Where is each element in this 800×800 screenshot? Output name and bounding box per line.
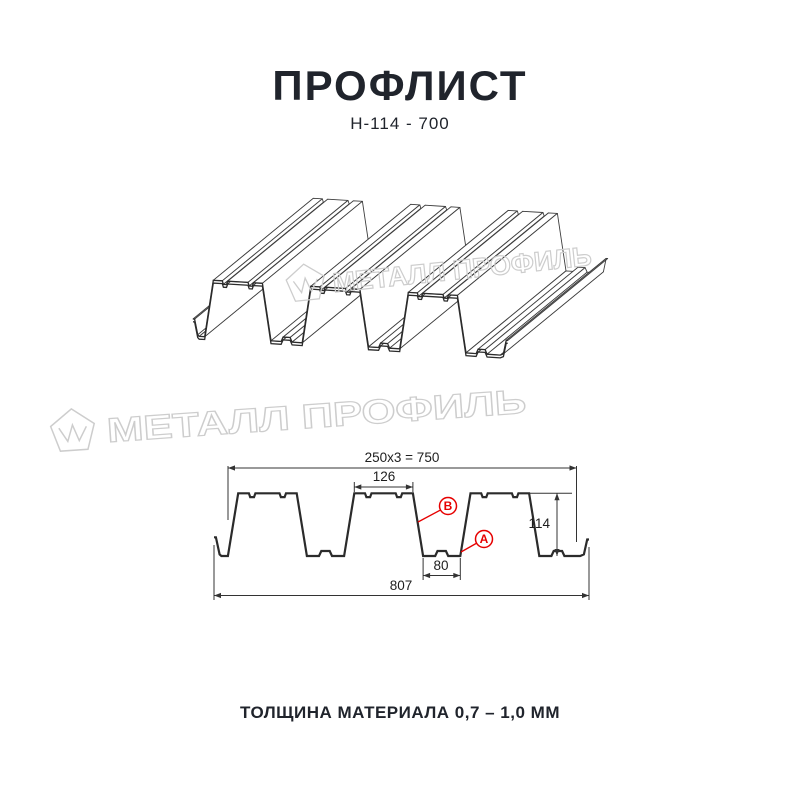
- cross-section-profile: [214, 492, 589, 558]
- callout-a-label: А: [480, 532, 489, 546]
- callout-b-label: В: [444, 499, 453, 513]
- dim-flange-width-label: 126: [373, 469, 396, 484]
- watermark-lower: МЕТАЛЛ ПРОФИЛЬ: [49, 382, 528, 452]
- section-outline: [214, 492, 589, 558]
- material-thickness-note: ТОЛЩИНА МАТЕРИАЛА 0,7 – 1,0 ММ: [239, 703, 560, 722]
- callout-b-circle: [438, 496, 458, 516]
- callout-markers: [417, 496, 494, 553]
- page-title: ПРОФЛИСТ: [272, 62, 528, 109]
- dim-overall-width-label: 807: [390, 578, 413, 593]
- isometric-profile-view: [192, 197, 609, 359]
- dim-valley-width-label: 80: [433, 558, 448, 573]
- dim-height-label: 114: [528, 516, 550, 531]
- brand-pentagon-icon: [49, 407, 96, 452]
- cut-edge-front: [192, 279, 508, 356]
- watermark-text: МЕТАЛЛ ПРОФИЛЬ: [106, 383, 528, 450]
- dimension-lines: [213, 465, 590, 600]
- brand-pentagon-icon: [285, 263, 325, 302]
- cut-edge-thickness: [192, 282, 508, 359]
- dim-pitch-label: 250x3 = 750: [365, 450, 440, 465]
- callout-a-circle: [474, 529, 494, 549]
- profile-model-subtitle: Н-114 - 700: [350, 114, 450, 133]
